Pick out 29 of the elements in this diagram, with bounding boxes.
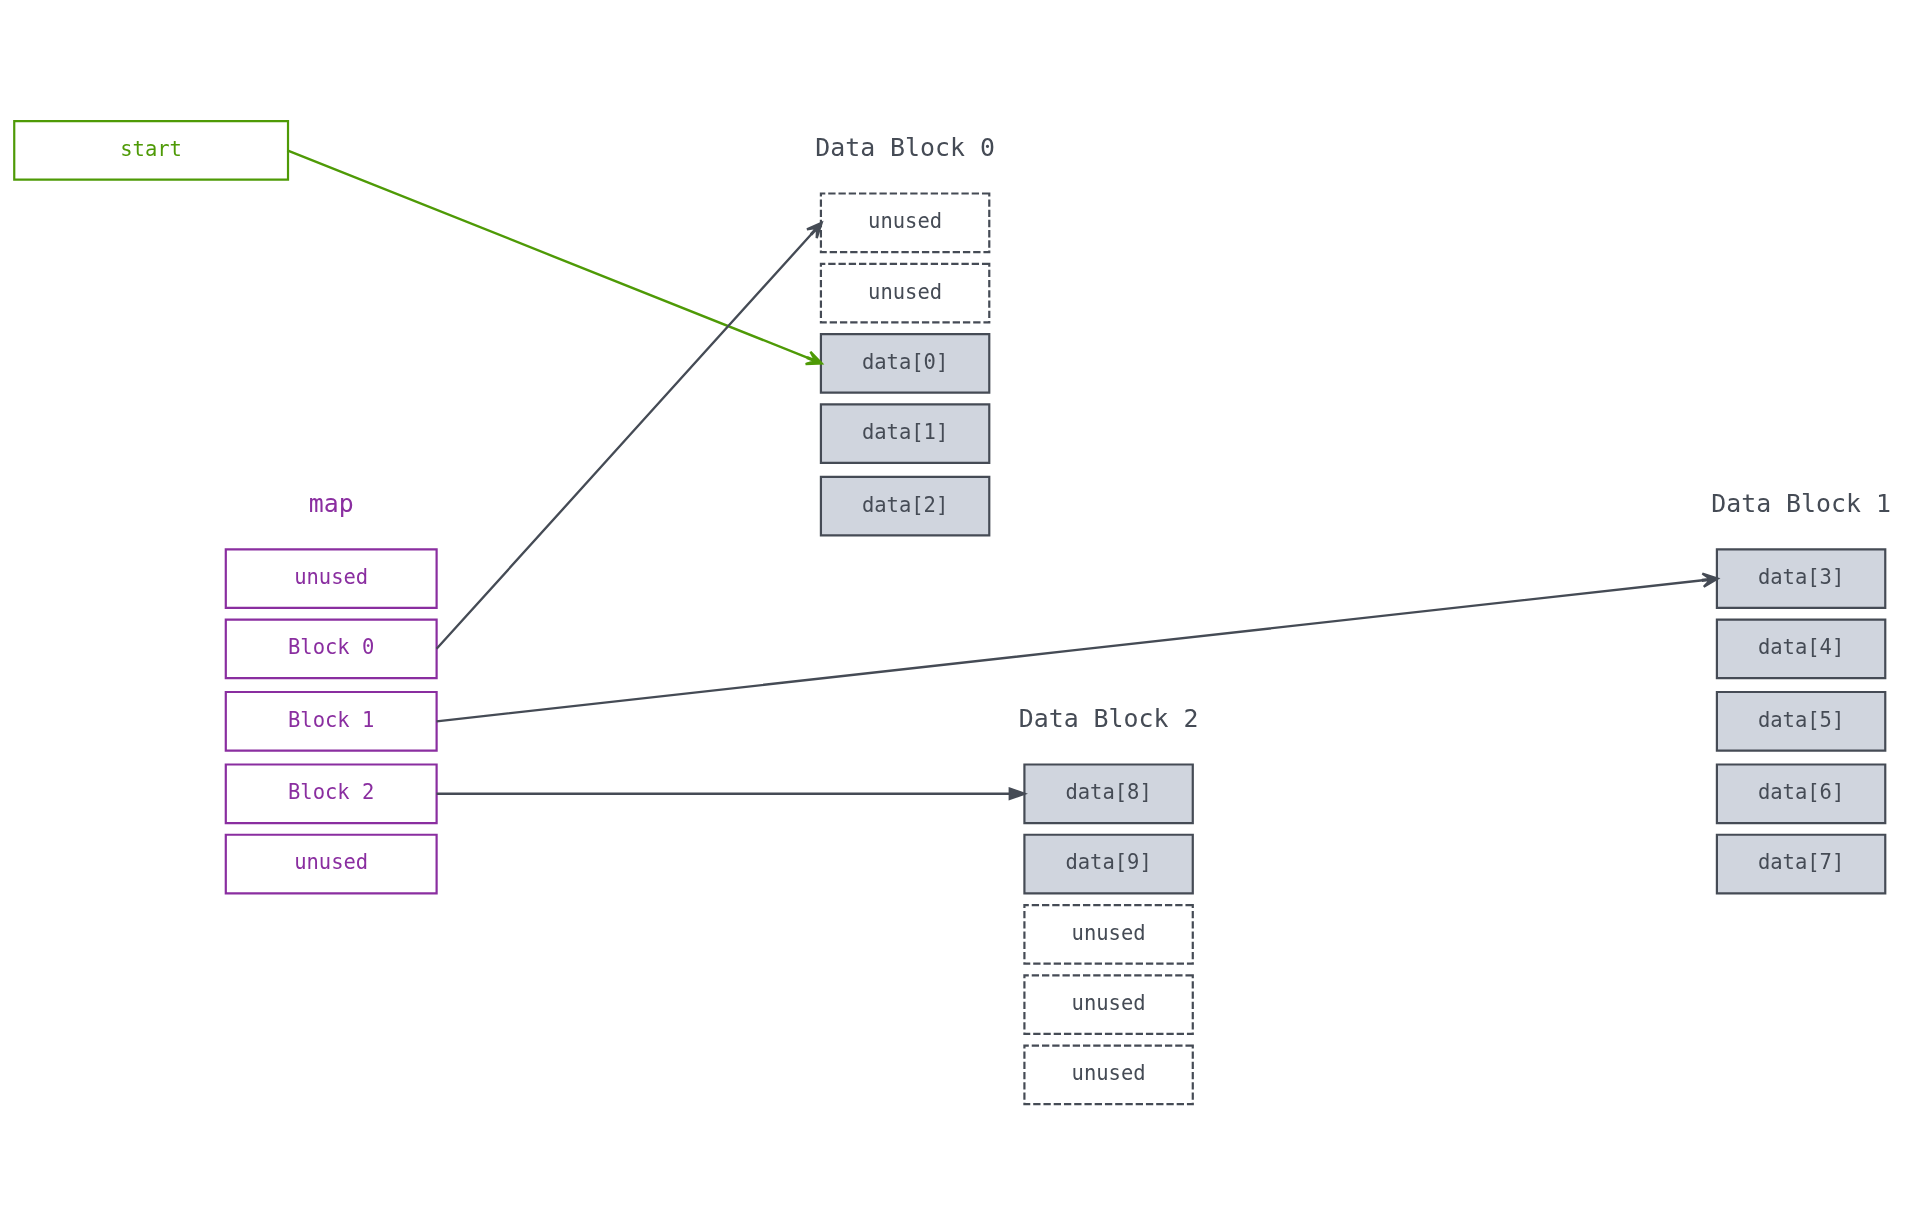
label: Data Block 2 xyxy=(1018,704,1199,734)
node-box: data[6] xyxy=(1715,763,1887,825)
node-box: unused xyxy=(224,833,438,895)
node-box: unused xyxy=(1023,1044,1194,1106)
node-box: data[3] xyxy=(1715,548,1887,609)
label: Data Block 1 xyxy=(1711,489,1891,519)
node-box: unused xyxy=(1023,974,1194,1035)
node-box: unused xyxy=(224,548,438,609)
node-box: Block 1 xyxy=(224,690,438,752)
node-box: data[5] xyxy=(1715,690,1887,752)
node-box: data[0] xyxy=(819,332,991,394)
node-box: Block 0 xyxy=(224,618,438,680)
node-box: unused xyxy=(1023,903,1194,965)
node-box: unused xyxy=(819,262,991,324)
arrow xyxy=(436,572,1719,723)
node-box: data[4] xyxy=(1715,618,1887,680)
label: Data Block 0 xyxy=(815,133,995,163)
arrow xyxy=(436,787,1028,801)
node-box: data[1] xyxy=(819,403,991,464)
node-box: Block 2 xyxy=(224,763,438,825)
node-box: data[7] xyxy=(1715,833,1887,895)
node-box: data[9] xyxy=(1023,833,1194,895)
node-box: unused xyxy=(819,192,991,254)
arrow xyxy=(286,149,823,366)
node-box: data[8] xyxy=(1023,763,1194,825)
label: map xyxy=(308,489,354,519)
arrow xyxy=(435,221,823,650)
node-box: start xyxy=(13,119,290,181)
node-box: data[2] xyxy=(819,475,991,537)
